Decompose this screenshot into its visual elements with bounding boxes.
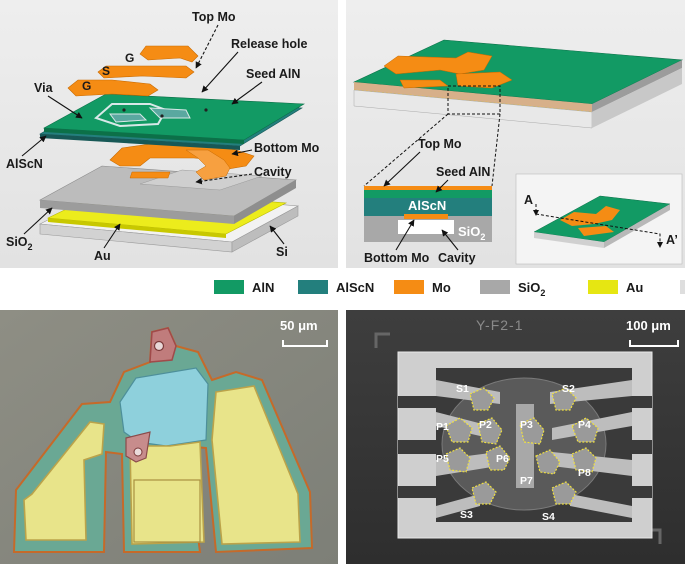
label-bottom-mo-b: Bottom Mo — [364, 251, 430, 265]
panel-d-sem-image: Y-F2-1 — [346, 310, 685, 564]
label-cavity: Cavity — [254, 165, 292, 179]
legend-label-1: AlScN — [336, 280, 374, 295]
label-seed-aln-b: Seed AlN — [436, 165, 490, 179]
right-ground-pad — [211, 385, 301, 545]
pad-label-p4: P4 — [578, 419, 591, 431]
via-contact — [125, 431, 151, 463]
label-bottom-mo: Bottom Mo — [254, 141, 320, 155]
pad-label-p5: P5 — [436, 453, 449, 465]
label-top-mo-b: Top Mo — [418, 137, 462, 151]
xsec-sio2-label: SiO2 — [458, 224, 485, 242]
panel-b-labels: Top Mo Seed AlN Bottom Mo Cavity — [364, 137, 490, 265]
scale-bar-d — [629, 340, 679, 347]
pad-label-p6: P6 — [496, 453, 509, 465]
pad-label-p7: P7 — [520, 475, 533, 487]
top-mo-electrodes: G S G — [67, 45, 199, 97]
label-au: Au — [94, 249, 111, 263]
pad-label-s1: S1 — [456, 383, 469, 395]
inset-device: A A’ — [515, 173, 683, 265]
pad-label-p8: P8 — [578, 467, 591, 479]
legend-label-3: SiO2 — [518, 280, 545, 298]
label-section-a: A — [524, 193, 533, 207]
material-legend: AlNAlScNMoSiO2AuSi — [214, 280, 685, 298]
pad-label-s2: S2 — [562, 383, 575, 395]
legend-label-4: Au — [626, 280, 643, 295]
seed-aln-layer — [42, 93, 305, 144]
label-cavity-b: Cavity — [438, 251, 476, 265]
legend-swatch-1 — [298, 280, 328, 294]
resonator-active-area — [119, 367, 209, 447]
top-mo-g2-label: G — [82, 79, 91, 93]
sem-watermark: Y-F2-1 — [476, 317, 524, 333]
label-sio2: SiO2 — [6, 235, 33, 252]
pad-label-p2: P2 — [479, 419, 492, 431]
scale-bar-label-c: 50 μm — [280, 318, 318, 333]
resonator-pentagons — [445, 387, 599, 505]
legend-label-2: Mo — [432, 280, 451, 295]
pad-label-p1: P1 — [436, 421, 449, 433]
xsec-alscn-label: AlScN — [408, 198, 446, 213]
signal-pad — [129, 441, 205, 545]
panel-b-device-view: AlScN SiO2 Top Mo Seed AlN Bottom Mo Cav… — [346, 0, 685, 268]
pad-label-p3: P3 — [520, 419, 533, 431]
legend-swatch-3 — [480, 280, 510, 294]
top-mo-s-label: S — [102, 64, 110, 78]
legend-swatch-5 — [680, 280, 685, 294]
label-section-a-prime: A’ — [666, 233, 678, 247]
label-via: Via — [34, 81, 54, 95]
top-mo-g1-label: G — [125, 51, 134, 65]
bottom-mo-electrode — [109, 143, 255, 181]
label-top-mo: Top Mo — [192, 10, 236, 24]
legend-label-0: AlN — [252, 280, 274, 295]
label-release-hole: Release hole — [231, 37, 307, 51]
zoom-region-box — [447, 85, 501, 115]
panel-c-optical-micrograph: 50 μm — [0, 310, 338, 564]
left-ground-pad — [23, 421, 105, 541]
panel-a-labels: Top Mo Release hole Seed AlN Via AlScN B… — [6, 10, 320, 263]
pad-labels: S1 S2 P1 P2 P3 P4 P5 P6 P7 P8 S3 S4 — [436, 383, 591, 523]
device-3d-block — [352, 39, 684, 129]
panel-a-exploded-view: G S G Top Mo Release hole Seed AlN Via A… — [0, 0, 338, 268]
cross-section: AlScN SiO2 — [364, 186, 492, 242]
legend-swatch-2 — [394, 280, 424, 294]
pad-label-s3: S3 — [460, 509, 473, 521]
label-seed-aln: Seed AlN — [246, 67, 300, 81]
scale-bar-c — [282, 340, 328, 347]
scale-bar-label-d: 100 μm — [626, 318, 671, 333]
legend-swatch-0 — [214, 280, 244, 294]
label-si: Si — [276, 245, 288, 259]
label-alscn: AlScN — [6, 157, 43, 171]
legend-swatch-4 — [588, 280, 618, 294]
pad-label-s4: S4 — [542, 511, 555, 523]
